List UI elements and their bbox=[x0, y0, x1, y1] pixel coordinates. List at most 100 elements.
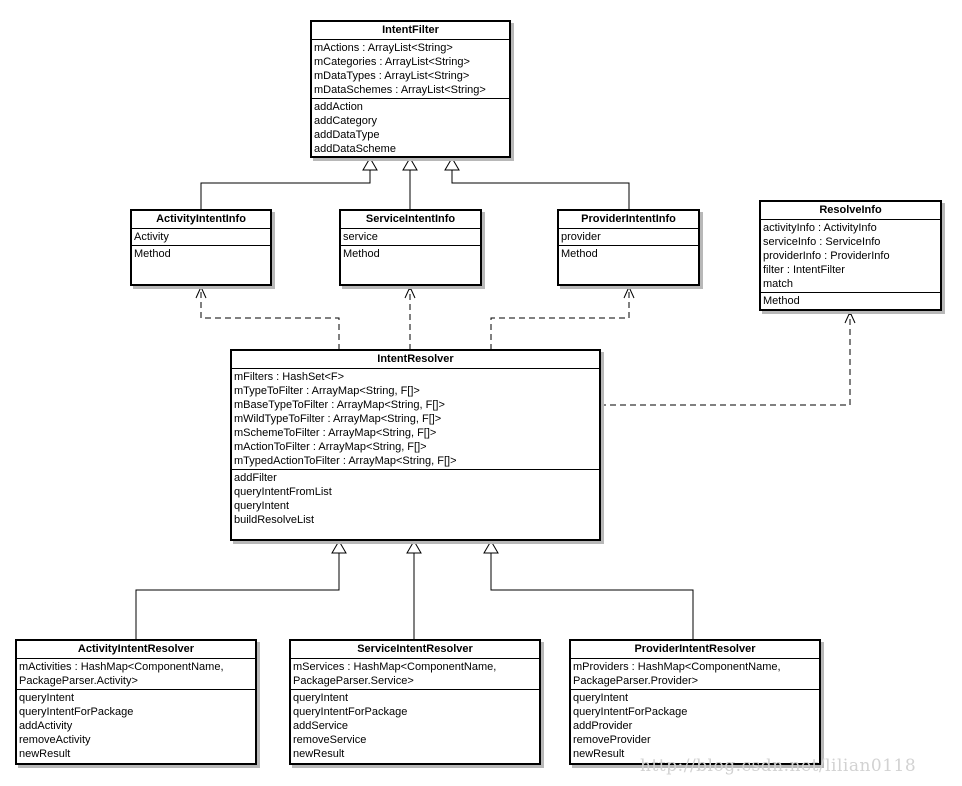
attribute: mTypeToFilter : ArrayMap<String, F[]> bbox=[234, 385, 420, 397]
attribute: mWildTypeToFilter : ArrayMap<String, F[]… bbox=[234, 413, 442, 425]
methods-section: Method bbox=[341, 246, 480, 262]
attribute: mCategories : ArrayList<String> bbox=[314, 56, 470, 68]
method: queryIntent bbox=[234, 500, 290, 512]
edge-activityintentinfo-extends-intentfilter bbox=[200, 170, 371, 210]
class-name: ActivityIntentResolver bbox=[17, 641, 255, 659]
inheritance-arrowhead bbox=[444, 157, 460, 171]
attribute: mActivities : HashMap<ComponentName, bbox=[19, 661, 224, 673]
attribute: mDataTypes : ArrayList<String> bbox=[314, 70, 470, 82]
attributes-section: Activity bbox=[132, 229, 270, 246]
dependency-arrowhead bbox=[404, 285, 416, 299]
method: queryIntent bbox=[573, 692, 629, 704]
class-intent-resolver: IntentResolver mFilters : HashSet<F> mType… bbox=[230, 349, 601, 541]
attribute: Activity bbox=[134, 231, 169, 243]
attributes-section: mFilters : HashSet<F> mTypeToFilter : Arr… bbox=[232, 369, 599, 470]
methods-section: addFilter queryIntentFromList queryIntent b… bbox=[232, 470, 599, 528]
method: queryIntentForPackage bbox=[293, 706, 408, 718]
attribute: mSchemeToFilter : ArrayMap<String, F[]> bbox=[234, 427, 437, 439]
attribute: PackageParser.Provider> bbox=[573, 675, 699, 687]
inheritance-arrowhead bbox=[362, 157, 378, 171]
attributes-section: mServices : HashMap<ComponentName, Packag… bbox=[291, 659, 539, 690]
edge-intentresolver-uses-activityintentinfo bbox=[200, 287, 340, 350]
class-name: ServiceIntentInfo bbox=[341, 211, 480, 229]
method: Method bbox=[763, 295, 800, 307]
edge-providerintentresolver-extends-intentresolver bbox=[490, 553, 694, 640]
attribute: activityInfo : ActivityInfo bbox=[763, 222, 877, 234]
method: addActivity bbox=[19, 720, 73, 732]
method: buildResolveList bbox=[234, 514, 315, 526]
attribute: mProviders : HashMap<ComponentName, bbox=[573, 661, 781, 673]
attributes-section: activityInfo : ActivityInfo serviceInfo :… bbox=[761, 220, 940, 293]
attributes-section: service bbox=[341, 229, 480, 246]
method: addService bbox=[293, 720, 349, 732]
attribute: mTypedActionToFilter : ArrayMap<String, … bbox=[234, 455, 457, 467]
class-name: IntentResolver bbox=[232, 351, 599, 369]
method: newResult bbox=[19, 748, 71, 760]
method: addCategory bbox=[314, 115, 377, 127]
method: newResult bbox=[293, 748, 345, 760]
class-name: IntentFilter bbox=[312, 22, 509, 40]
method: addDataScheme bbox=[314, 143, 396, 155]
method: queryIntentForPackage bbox=[573, 706, 688, 718]
attributes-section: mProviders : HashMap<ComponentName, Packa… bbox=[571, 659, 819, 690]
attribute: provider bbox=[561, 231, 601, 243]
attributes-section: mActions : ArrayList<String>mCategories … bbox=[312, 40, 509, 99]
attribute: PackageParser.Service> bbox=[293, 675, 414, 687]
attribute: providerInfo : ProviderInfo bbox=[763, 250, 890, 262]
attribute: service bbox=[343, 231, 378, 243]
class-name: ActivityIntentInfo bbox=[132, 211, 270, 229]
attribute: match bbox=[763, 278, 793, 290]
method: queryIntent bbox=[293, 692, 349, 704]
attribute: mFilters : HashSet<F> bbox=[234, 371, 345, 383]
watermark: http://blog.csdn.net/lilian0118 bbox=[640, 756, 917, 776]
class-name: ResolveInfo bbox=[761, 202, 940, 220]
edge-intentresolver-uses-resolveinfo bbox=[600, 312, 851, 406]
method: Method bbox=[134, 248, 171, 260]
attributes-section: provider bbox=[559, 229, 698, 246]
attribute: mDataSchemes : ArrayList<String> bbox=[314, 84, 486, 96]
attribute: PackageParser.Activity> bbox=[19, 675, 138, 687]
method: queryIntent bbox=[19, 692, 75, 704]
dependency-arrowhead bbox=[623, 285, 635, 299]
class-name: ProviderIntentInfo bbox=[559, 211, 698, 229]
edge-providerintentinfo-extends-intentfilter bbox=[451, 170, 630, 210]
edge-intentresolver-uses-providerintentinfo bbox=[490, 287, 630, 350]
attribute: mActionToFilter : ArrayMap<String, F[]> bbox=[234, 441, 427, 453]
methods-section: Method bbox=[132, 246, 270, 262]
attribute: mBaseTypeToFilter : ArrayMap<String, F[]… bbox=[234, 399, 445, 411]
method: removeProvider bbox=[573, 734, 651, 746]
inheritance-arrowhead bbox=[406, 540, 422, 554]
method: addProvider bbox=[573, 720, 633, 732]
method: Method bbox=[561, 248, 598, 260]
methods-section: queryIntent queryIntentForPackage addProvi… bbox=[571, 690, 819, 762]
dependency-arrowhead bbox=[844, 310, 856, 324]
dependency-arrowhead bbox=[195, 285, 207, 299]
inheritance-arrowhead bbox=[483, 540, 499, 554]
attribute: mServices : HashMap<ComponentName, bbox=[293, 661, 497, 673]
methods-section: queryIntent queryIntentForPackage addActiv… bbox=[17, 690, 255, 762]
method: addFilter bbox=[234, 472, 277, 484]
class-name: ServiceIntentResolver bbox=[291, 641, 539, 659]
method: addDataType bbox=[314, 129, 380, 141]
method: queryIntentForPackage bbox=[19, 706, 134, 718]
method: Method bbox=[343, 248, 380, 260]
class-resolve-info: ResolveInfo activityInfo : ActivityInfo se… bbox=[759, 200, 942, 311]
edge-activityintentresolver-extends-intentresolver bbox=[135, 553, 340, 640]
method: removeActivity bbox=[19, 734, 91, 746]
methods-section: Method bbox=[559, 246, 698, 262]
method: newResult bbox=[573, 748, 625, 760]
attributes-section: mActivities : HashMap<ComponentName, Pack… bbox=[17, 659, 255, 690]
inheritance-arrowhead bbox=[402, 157, 418, 171]
methods-section: Method bbox=[761, 293, 940, 309]
attribute: filter : IntentFilter bbox=[763, 264, 845, 276]
attribute: serviceInfo : ServiceInfo bbox=[763, 236, 881, 248]
method: queryIntentFromList bbox=[234, 486, 332, 498]
